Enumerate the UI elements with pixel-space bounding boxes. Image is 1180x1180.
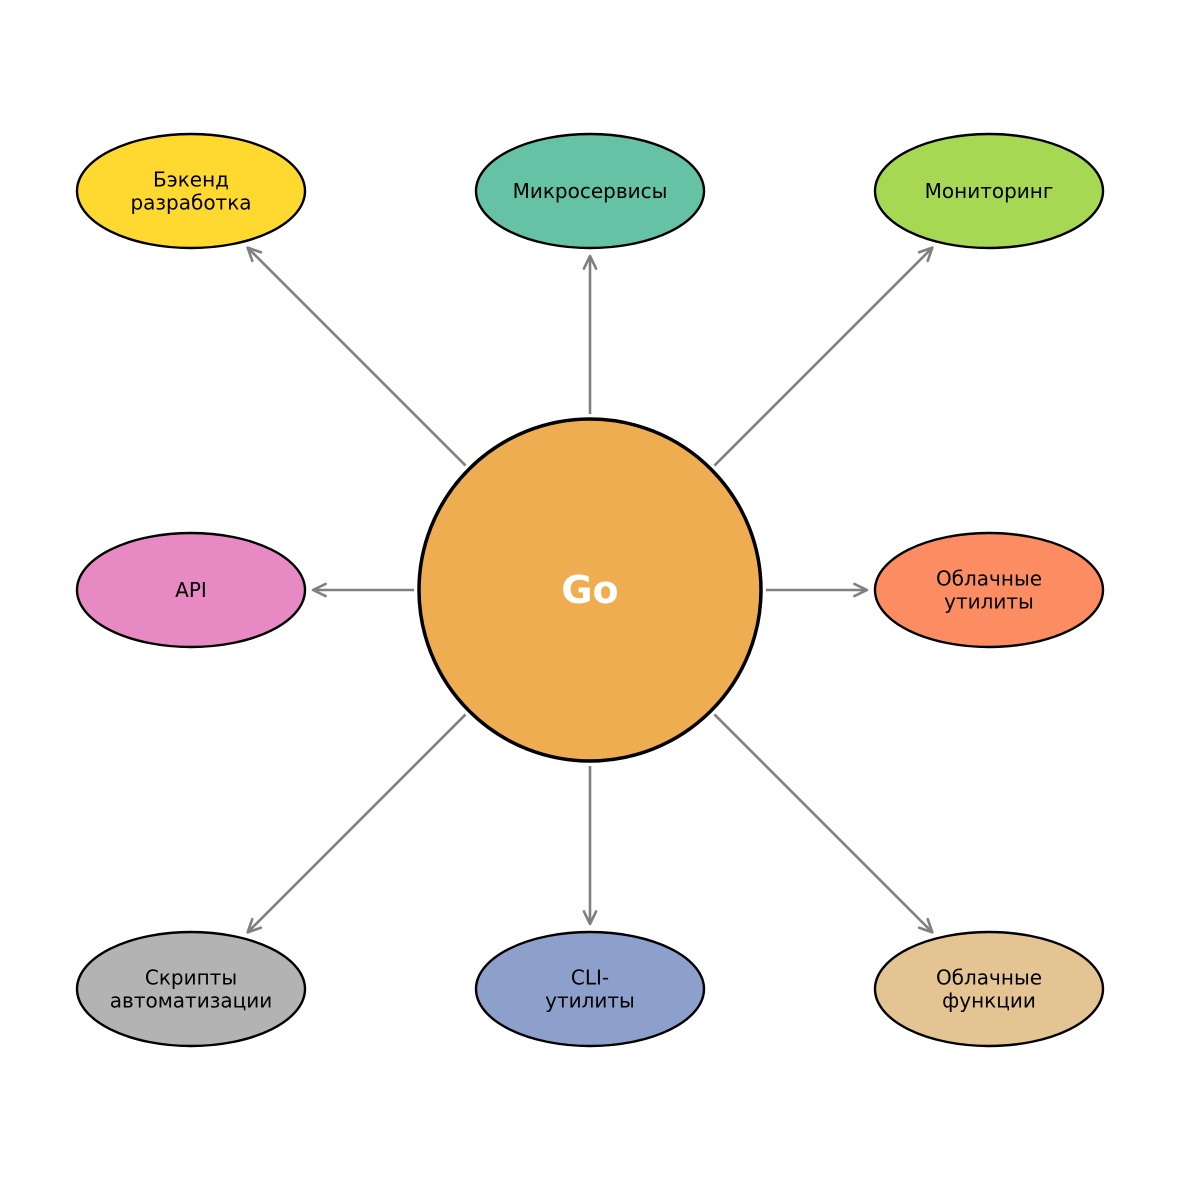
node-label-microservices: Микросервисы [513,179,668,203]
node-label-cli-utils: CLI- [571,966,609,990]
arrowhead-automation-scripts [246,917,263,934]
edge-cloud-functions [713,713,934,934]
node-ellipse-cli-utils [474,930,706,1048]
edge-monitoring [713,246,934,467]
arrowhead-api [311,582,327,598]
node-label-backend: Бэкенд [153,168,229,192]
center-node: Go [417,417,763,763]
center-label: Go [561,568,618,612]
arrowhead-backend [246,246,263,263]
edges [246,246,934,934]
node-label-backend: разработка [130,191,251,215]
arrowhead-microservices [582,254,598,270]
node-ellipse-cloud-utils [873,531,1105,649]
node-microservices: Микросервисы [474,132,706,250]
node-label-cloud-utils: утилиты [944,590,1034,614]
node-ellipse-api [75,531,307,649]
node-monitoring: Мониторинг [873,132,1105,250]
node-ellipse-automation-scripts [75,930,307,1048]
edge-backend [246,246,467,467]
node-label-cloud-functions: функции [942,989,1036,1013]
node-label-cloud-functions: Облачные [936,966,1042,990]
node-label-automation-scripts: автоматизации [110,989,272,1013]
arrowhead-monitoring [917,246,934,263]
node-ellipse-backend [75,132,307,250]
arrowhead-cloud-functions [917,917,934,934]
node-ellipse-monitoring [873,132,1105,250]
node-ellipse-microservices [474,132,706,250]
node-label-automation-scripts: Скрипты [145,966,237,990]
node-cli-utils: CLI-утилиты [474,930,706,1048]
node-api: API [75,531,307,649]
center-circle [417,417,763,763]
edge-automation-scripts [246,713,467,934]
node-label-cli-utils: утилиты [545,989,635,1013]
arrowhead-cli-utils [582,910,598,926]
node-label-monitoring: Мониторинг [925,179,1054,203]
node-ellipse-cloud-functions [873,930,1105,1048]
node-label-api: API [175,578,207,602]
node-label-cloud-utils: Облачные [936,567,1042,591]
arrowhead-cloud-utils [853,582,869,598]
